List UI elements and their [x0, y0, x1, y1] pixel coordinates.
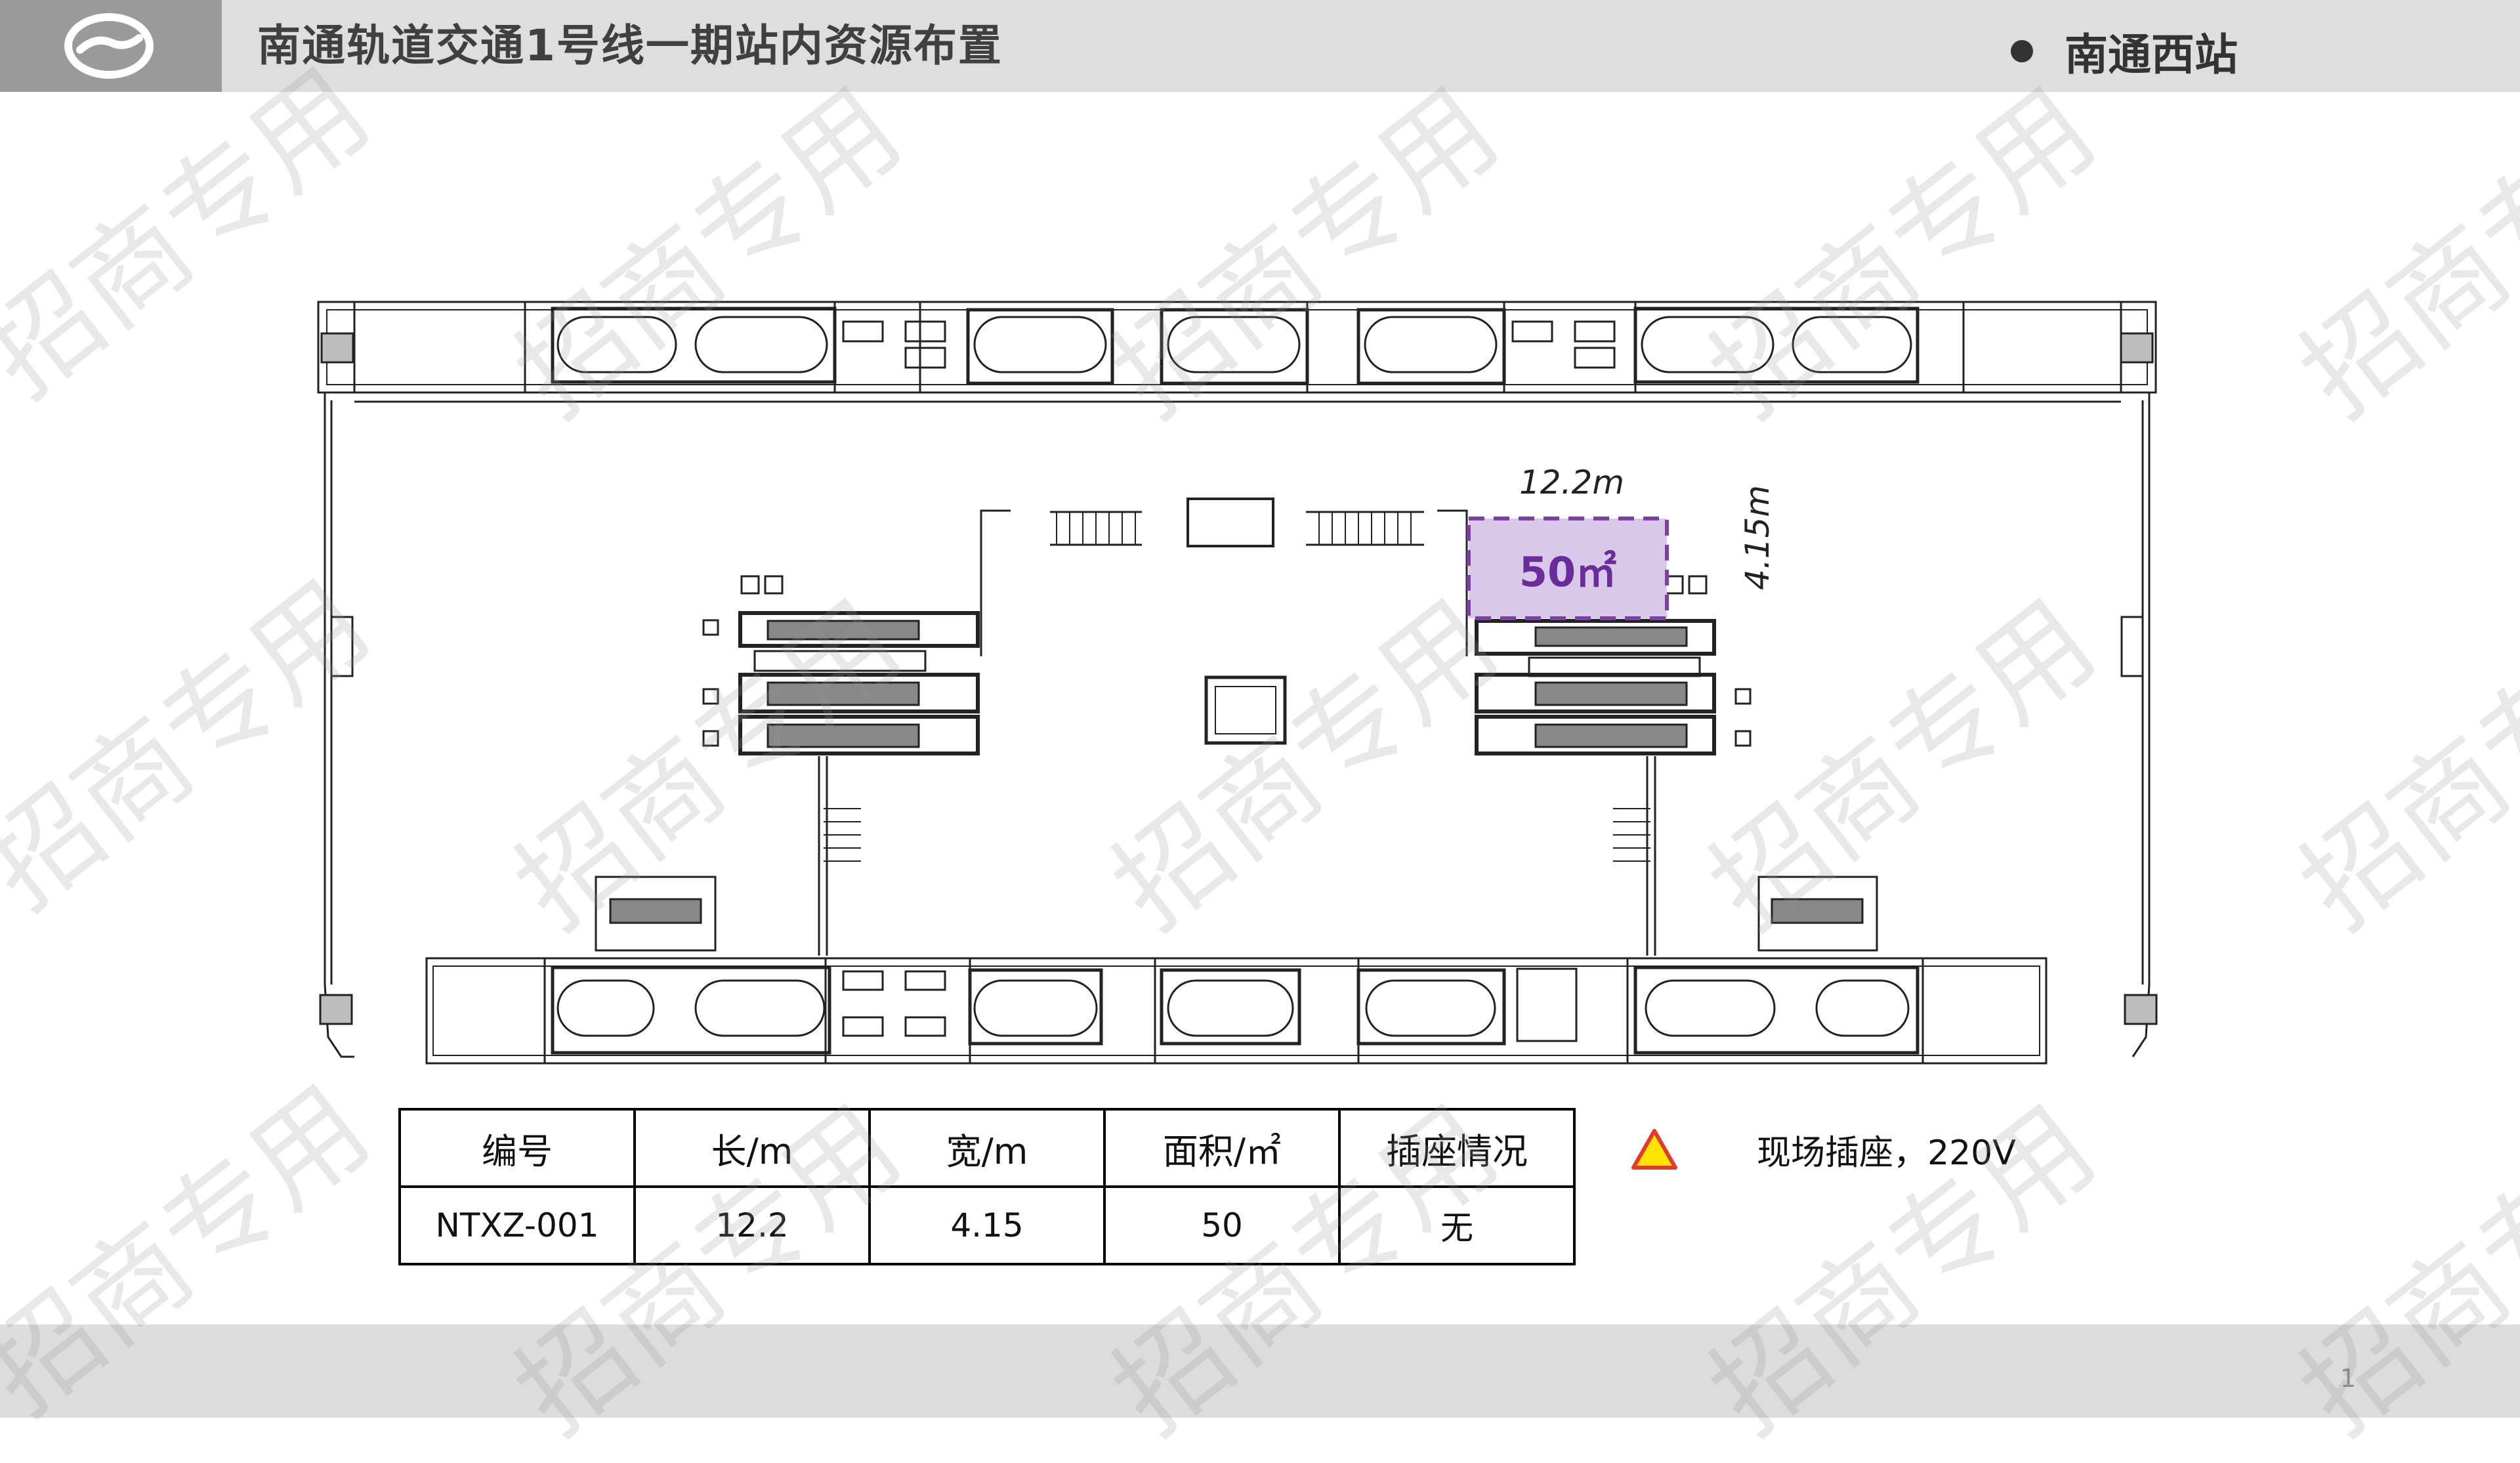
bullet-icon [2011, 40, 2033, 62]
footer-bar [0, 1325, 2520, 1418]
page-title: 南通轨道交通1号线一期站内资源布置 [257, 20, 1003, 71]
logo [0, 0, 222, 92]
resource-table: 编号 长/m 宽/m 面积/㎡ 插座情况 NTXZ-001 12.2 4.15 … [398, 1108, 1576, 1265]
cell-width: 4.15 [868, 1185, 1106, 1265]
area-size-label: 50㎡ [1519, 548, 1617, 596]
header-bar: 南通轨道交通1号线一期站内资源布置 南通西站 [0, 0, 2520, 92]
legend: 现场插座，220V [1631, 1126, 2016, 1173]
left-escalators [702, 575, 980, 755]
col-header-area: 面积/㎡ [1103, 1108, 1341, 1188]
warning-triangle-icon [1631, 1129, 1677, 1170]
col-header-id: 编号 [398, 1108, 636, 1188]
area-height-dimension: 4.15m [1738, 484, 1777, 591]
table-header-row: 编号 长/m 宽/m 面积/㎡ 插座情况 [398, 1108, 1576, 1188]
cell-area: 50 [1103, 1185, 1341, 1265]
legend-label: 现场插座，220V [1757, 1133, 2016, 1173]
cell-id: NTXZ-001 [398, 1185, 636, 1265]
table-row: NTXZ-001 12.2 4.15 50 无 [398, 1185, 1576, 1265]
concourse-outline [324, 392, 2151, 1058]
rental-area-highlight[interactable] [1467, 517, 1669, 620]
page-number: 1 [2340, 1364, 2356, 1393]
col-header-width: 宽/m [868, 1108, 1106, 1188]
central-zone [980, 498, 1468, 745]
cell-length: 12.2 [633, 1185, 871, 1265]
station-indicator: 南通西站 [2011, 25, 2238, 80]
top-platform-band [317, 301, 2157, 394]
stair-links [595, 756, 1878, 956]
col-header-socket: 插座情况 [1338, 1108, 1576, 1188]
station-name: 南通西站 [2065, 30, 2238, 80]
area-width-dimension: 12.2m [1519, 463, 1625, 501]
cell-socket: 无 [1338, 1185, 1576, 1265]
metro-logo-icon [64, 13, 154, 79]
bottom-platform-band [319, 957, 2158, 1065]
col-header-length: 长/m [633, 1108, 871, 1188]
floor-plan [317, 301, 2158, 1065]
